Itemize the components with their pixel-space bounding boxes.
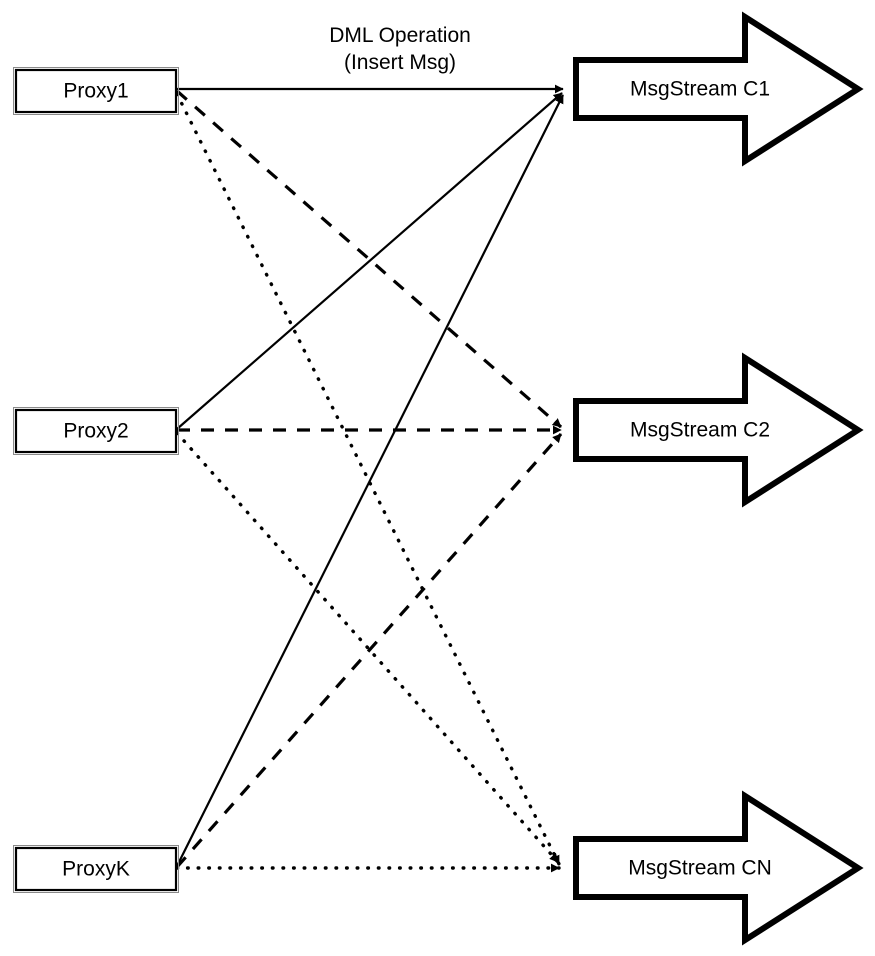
edge-label-line2: (Insert Msg) [344,51,456,74]
msgstream-cn-label: MsgStream CN [628,857,772,880]
edge-proxy2-to-stream-c1[interactable] [176,92,563,430]
proxy1-box[interactable] [14,68,178,114]
proxy1-label: Proxy1 [63,80,128,103]
msgstream-c2-label: MsgStream C2 [630,419,770,442]
edge-proxyk-to-stream-c2[interactable] [175,432,563,869]
proxyk-label: ProxyK [62,858,130,881]
msgstream-c1-arrow-shape[interactable] [573,11,864,167]
node-msgstream-cn[interactable]: MsgStream CN [573,790,864,946]
node-proxy2[interactable]: Proxy2 [13,407,179,455]
node-msgstream-c1[interactable]: MsgStream C1 [573,11,864,167]
proxy2-box[interactable] [14,408,178,454]
node-proxy1[interactable]: Proxy1 [13,67,179,115]
edge-proxy1-to-stream-c2[interactable] [175,89,563,429]
proxy1-box-outer [13,67,179,115]
edge-label-dml-operation: DML Operation (Insert Msg) [329,24,471,74]
edge-group-proxyk [175,94,564,873]
edge-proxy2-to-stream-cn[interactable] [175,431,560,864]
node-msgstream-c2[interactable]: MsgStream C2 [573,352,864,508]
edge-proxy1-to-stream-cn[interactable] [175,92,561,866]
proxy2-box-outer [13,407,179,455]
edge-proxyk-to-stream-c1[interactable] [176,94,564,867]
proxy2-label: Proxy2 [63,420,128,443]
edge-group-proxy1 [175,84,564,866]
edge-label-line1: DML Operation [329,24,471,47]
proxyk-box-outer [13,845,179,893]
node-proxyk[interactable]: ProxyK [13,845,179,893]
msgstream-cn-arrow-shape[interactable] [573,790,864,946]
edge-group-proxy2 [175,92,563,864]
proxyk-box[interactable] [14,846,178,892]
msgstream-c1-label: MsgStream C1 [630,78,770,101]
msgstream-c2-arrow-shape[interactable] [573,352,864,508]
